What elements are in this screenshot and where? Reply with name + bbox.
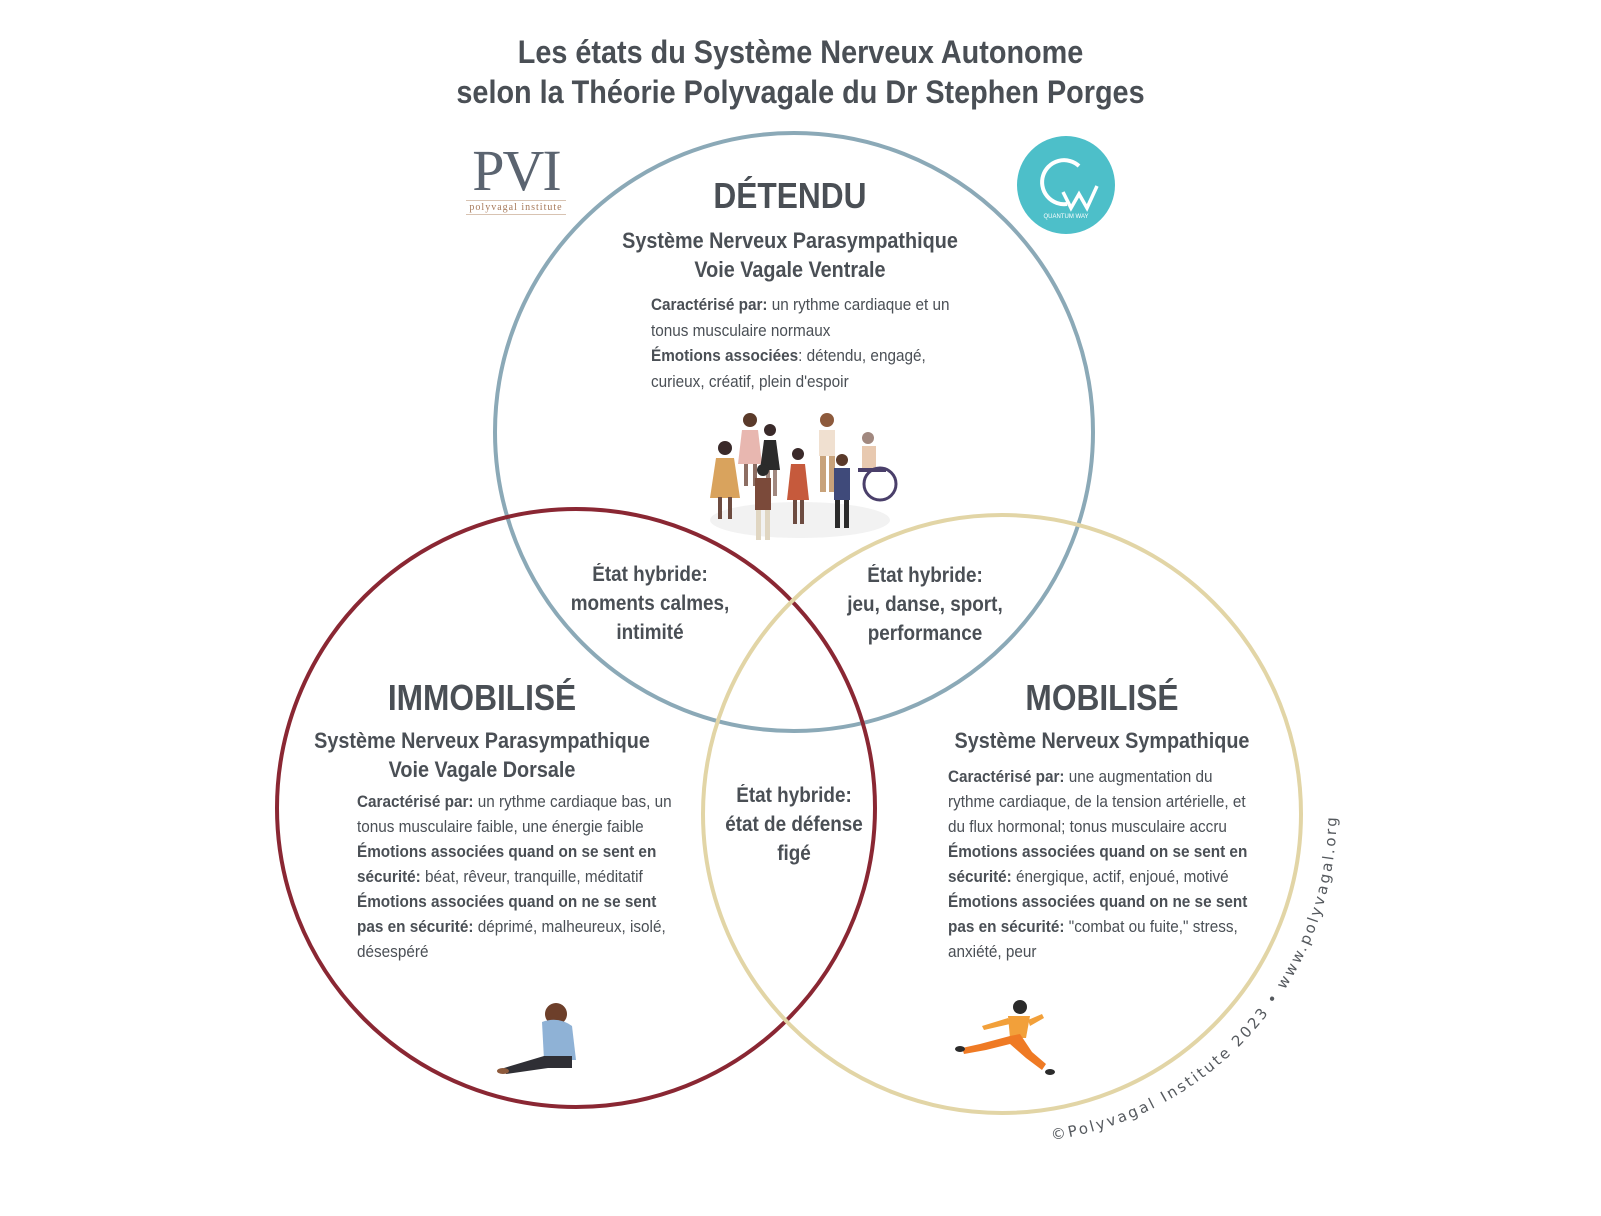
mobilise-description: Caractérisé par: une augmentation du ryt… <box>948 764 1263 964</box>
quantum-way-icon: QUANTUM WAY <box>1040 158 1099 220</box>
detendu-system: Système Nerveux Parasympathique <box>622 228 958 253</box>
immobilise-pathway: Voie Vagale Dorsale <box>388 757 576 782</box>
detendu-char-text: un rythme cardiaque et un tonus musculai… <box>651 295 950 340</box>
detendu-emo-label: Émotions associées <box>651 346 799 365</box>
immobilise-safe-text: béat, rêveur, tranquille, méditatif <box>420 867 643 886</box>
detendu-emo-text: : détendu, engagé, curieux, créatif, ple… <box>651 346 926 391</box>
hybrid-freeze-line1: état de défense <box>725 813 863 836</box>
hybrid-freeze-label: État hybride: <box>736 784 852 807</box>
hybrid-freeze-line2: figé <box>777 842 811 865</box>
pvi-logo: PVI polyvagal institute <box>466 142 566 215</box>
detendu-description: Caractérisé par: un rythme cardiaque et … <box>651 292 957 394</box>
detendu-char-label: Caractérisé par: <box>651 295 768 314</box>
hybrid-freeze: État hybride: état de défense figé <box>704 781 884 868</box>
detendu-circle <box>493 131 1095 733</box>
immobilise-unsafe-label: Émotions associées quand on ne se sent p… <box>357 892 657 936</box>
mobilise-title: MOBILISÉ <box>1025 677 1179 718</box>
detendu-title: DÉTENDU <box>713 175 867 216</box>
immobilise-unsafe-text: déprimé, malheureux, isolé, désespéré <box>357 917 666 961</box>
mobilise-section: MOBILISÉ Système Nerveux Sympathique <box>900 678 1304 755</box>
pvi-logo-tagline: polyvagal institute <box>466 200 566 215</box>
mobilise-safe-label: Émotions associées quand on se sent en s… <box>948 842 1248 886</box>
hybrid-calm-line2: intimité <box>616 621 684 644</box>
immobilise-title: IMMOBILISÉ <box>387 677 577 718</box>
hybrid-calm-line1: moments calmes, <box>570 592 730 615</box>
immobilise-char-text: un rythme cardiaque bas, un tonus muscul… <box>357 792 672 836</box>
immobilise-char-label: Caractérisé par: <box>357 792 474 811</box>
mobilise-system: Système Nerveux Sympathique <box>954 728 1250 753</box>
running-person-illustration <box>955 1000 1055 1075</box>
hybrid-play: État hybride: jeu, danse, sport, perform… <box>826 561 1024 648</box>
mobilise-char-label: Caractérisé par: <box>948 767 1065 786</box>
quantum-way-label: QUANTUM WAY <box>1044 214 1089 220</box>
hybrid-calm-label: État hybride: <box>592 563 708 586</box>
title-line-2: selon la Théorie Polyvagale du Dr Stephe… <box>456 74 1145 110</box>
immobilise-system: Système Nerveux Parasympathique <box>314 728 650 753</box>
immobilise-section: IMMOBILISÉ Système Nerveux Parasympathiq… <box>282 678 682 784</box>
hybrid-play-line2: performance <box>867 622 983 645</box>
immobilise-safe-label: Émotions associées quand on se sent en s… <box>357 842 657 886</box>
immobilise-description: Caractérisé par: un rythme cardiaque bas… <box>357 789 672 964</box>
mobilise-circle <box>701 513 1303 1115</box>
hybrid-play-line1: jeu, danse, sport, <box>847 593 1003 616</box>
quantum-way-logo: QUANTUM WAY <box>1017 136 1115 234</box>
detendu-section: DÉTENDU Système Nerveux Parasympathique … <box>560 176 1020 284</box>
sitting-person-illustration <box>497 1003 576 1074</box>
detendu-pathway: Voie Vagale Ventrale <box>694 257 886 282</box>
hybrid-play-label: État hybride: <box>867 564 983 587</box>
hybrid-calm: État hybride: moments calmes, intimité <box>560 560 740 647</box>
mobilise-char-text: une augmentation du rythme cardiaque, de… <box>948 767 1246 836</box>
pvi-logo-letters: PVI <box>472 138 561 203</box>
mobilise-unsafe-label: Émotions associées quand on ne se sent p… <box>948 892 1248 936</box>
mobilise-safe-text: énergique, actif, enjoué, motivé <box>1011 867 1229 886</box>
group-people-illustration <box>710 413 898 540</box>
immobilise-circle <box>275 507 877 1109</box>
title-line-1: Les états du Système Nerveux Autonome <box>517 34 1084 70</box>
mobilise-unsafe-text: "combat ou fuite," stress, anxiété, peur <box>948 917 1238 961</box>
page-title: Les états du Système Nerveux Autonome se… <box>80 32 1521 112</box>
